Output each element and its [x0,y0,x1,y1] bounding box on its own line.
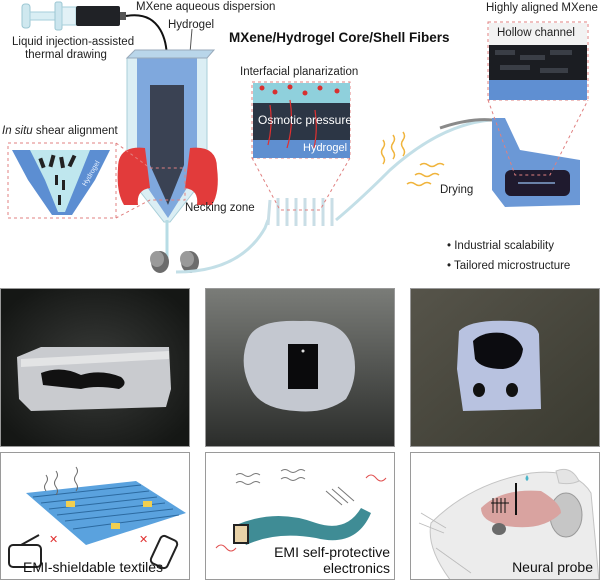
shear-alignment-text: shear alignment [32,125,118,137]
process-label: Liquid injection-assisted thermal drawin… [12,36,135,62]
necking-zone-label: Necking zone [185,202,255,214]
application-panel-textiles: ✕ ✕ EMI-shieldable textiles [0,452,190,580]
bullet-text: Tailored microstructure [454,260,571,272]
shear-alignment-label: In situ shear alignment [2,125,118,138]
fiber-end-icon [492,118,580,207]
electronics-drawing [215,469,387,552]
application-label-line1: EMI self-protective [274,543,390,560]
cross-section-photo-1 [0,288,190,447]
application-label: EMI-shieldable textiles [23,558,164,575]
shear-alignment-inset [12,150,110,215]
application-panel-neural-probe: Neural probe [410,452,600,580]
bullet-text: Industrial scalability [454,240,554,252]
textiles-drawing: ✕ ✕ [8,466,186,570]
process-label-line1: Liquid injection-assisted [12,36,135,48]
application-label: EMI self-protective electronics [274,544,390,576]
bullet-item: • Industrial scalability [447,240,554,252]
application-label: Neural probe [512,558,593,575]
cross-section-photo-2 [205,288,395,447]
hollow-channel-label: Hollow channel [497,27,575,39]
interfacial-planarization-label: Interfacial planarization [240,66,359,78]
drying-label: Drying [440,184,474,196]
blocked-x-icon: ✕ [49,534,58,546]
highly-aligned-mxene-label: Highly aligned MXene [486,2,598,14]
interfacial-hydrogel-label: Hydrogel [303,142,348,154]
rollers-icon [150,251,199,273]
schematic-drawing [7,1,589,274]
radio-icon [8,534,42,568]
application-panel-electronics: EMI self-protective electronics [205,452,395,580]
droplet-icon [525,475,529,481]
mxene-dispersion-label: MXene aqueous dispersion [136,1,276,13]
schematic-panel: MXene aqueous dispersion Hydrogel Liquid… [0,0,600,286]
hollow-channel-inset [489,23,587,100]
application-label-line2: electronics [323,559,390,576]
osmotic-pressure-label: Osmotic pressure [258,113,353,127]
syringe-icon [21,1,126,31]
blocked-x-icon: ✕ [139,534,148,546]
coil-icon [266,198,334,226]
phone-icon [149,534,179,570]
cross-section-photo-3 [410,288,600,447]
hydrogel-label: Hydrogel [168,19,215,31]
figure-title: MXene/Hydrogel Core/Shell Fibers [229,30,450,45]
fiber-photo-1-drawing [1,289,189,446]
bullet-item: • Tailored microstructure [447,260,571,272]
drying-waves-icon [380,131,445,187]
device-cross-section-icon [233,524,249,544]
fiber-photo-2-drawing [206,289,394,446]
in-situ-text: In situ [2,125,33,137]
fiber-photo-3-drawing [411,289,599,446]
process-label-line2: thermal drawing [25,49,107,62]
interfacial-inset [253,83,350,158]
neural-probe-drawing [418,468,599,579]
